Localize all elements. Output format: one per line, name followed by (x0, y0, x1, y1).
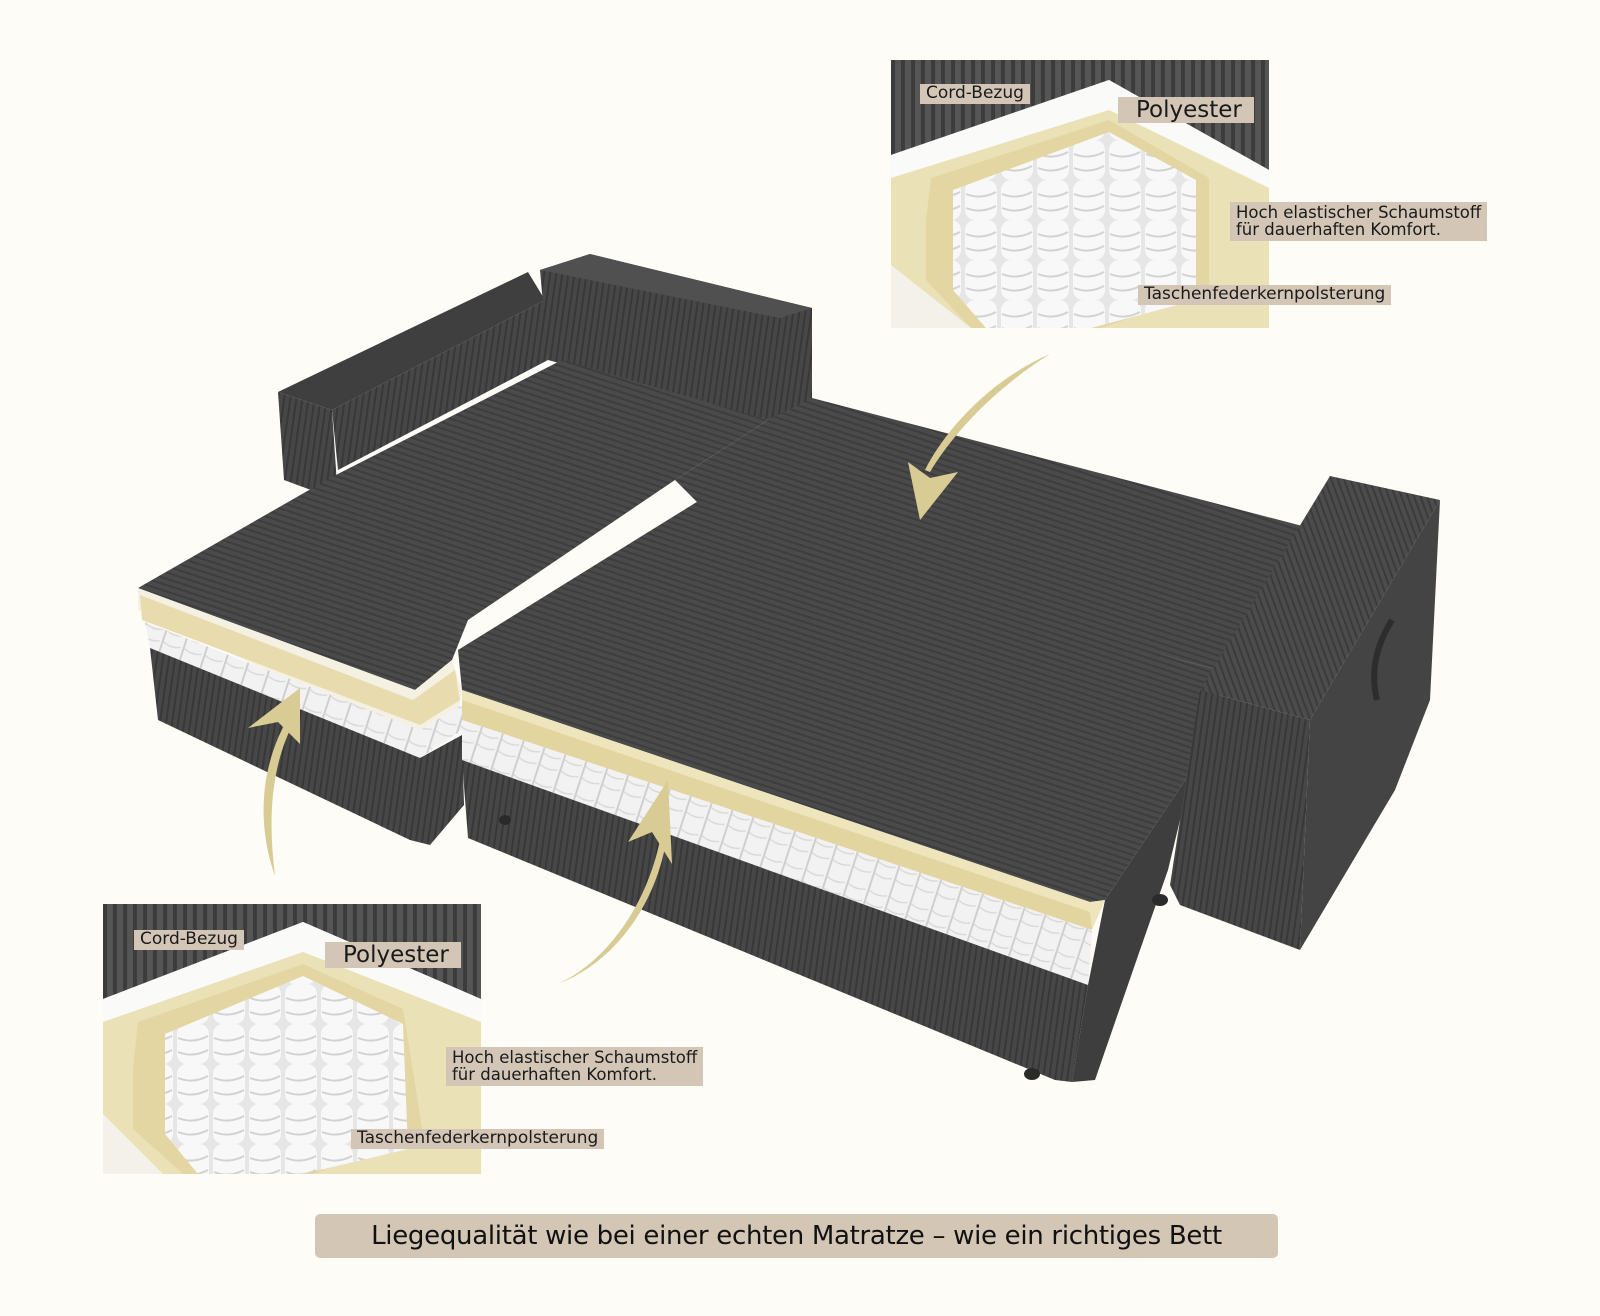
label-foam-top: Hoch elastischer Schaumstoff für dauerha… (1230, 202, 1488, 241)
foot (1152, 894, 1168, 906)
chaise-backrest (278, 254, 812, 500)
label-springs-top: Taschenfederkernpolsterung (1138, 285, 1392, 305)
label-springs-bottom: Taschenfederkernpolsterung (351, 1129, 605, 1149)
foot (1024, 1068, 1040, 1080)
label-polyester-bottom: Polyester (325, 942, 461, 969)
caption-text: Liegequalität wie bei einer echten Matra… (371, 1221, 1222, 1251)
right-armrest (1170, 476, 1440, 950)
arrow-icon (248, 354, 1050, 984)
pullout-bed (458, 500, 1228, 902)
pullout-mattress-layers (462, 690, 1192, 1082)
chaise-mattress-layers (138, 588, 464, 845)
label-cord-bezug-top: Cord-Bezug (920, 84, 1030, 104)
label-foam-bottom: Hoch elastischer Schaumstoff für dauerha… (446, 1047, 704, 1086)
foot (499, 815, 511, 825)
label-cord-bezug-bottom: Cord-Bezug (134, 930, 244, 950)
chaise-seat (138, 360, 768, 690)
main-back-cushion (675, 398, 1310, 672)
caption-banner: Liegequalität wie bei einer echten Matra… (315, 1214, 1278, 1258)
label-polyester-top: Polyester (1118, 97, 1254, 124)
